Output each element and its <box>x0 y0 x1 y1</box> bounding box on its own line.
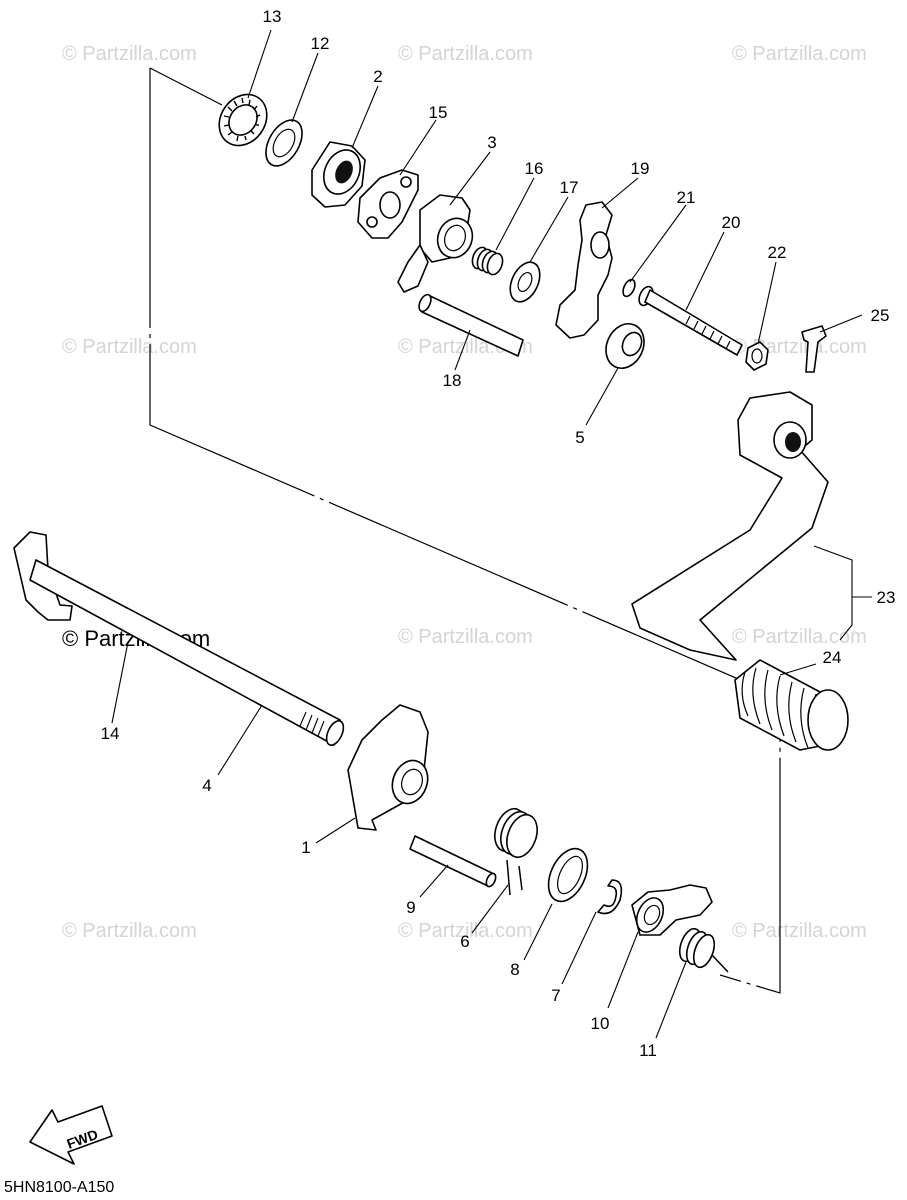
assembly-frame-top <box>149 67 223 106</box>
roller <box>605 323 645 369</box>
circlip-small <box>622 278 636 298</box>
callout-12: 12 <box>311 34 330 53</box>
shift-pedal <box>631 391 829 661</box>
callout-8: 8 <box>510 960 519 979</box>
pedal-rubber <box>734 659 849 751</box>
forward-arrow-icon: FWD <box>29 1105 113 1165</box>
washer-small <box>509 261 541 303</box>
callout-4: 4 <box>202 776 211 795</box>
callout-22: 22 <box>768 243 787 262</box>
callout-25: 25 <box>871 306 890 325</box>
callout-24: 24 <box>823 648 842 667</box>
callout-1: 1 <box>301 838 310 857</box>
callout-7: 7 <box>551 986 560 1005</box>
collar-pin <box>409 835 497 888</box>
callout-9: 9 <box>406 898 415 917</box>
leader-lines <box>111 29 872 1039</box>
watermark: © Partzilla.com <box>732 920 867 942</box>
shift-arm-lower <box>347 704 429 831</box>
callout-19: 19 <box>631 159 650 178</box>
dowel-pin <box>418 293 524 357</box>
shift-guide-lever <box>631 884 713 936</box>
spring-small <box>471 246 504 276</box>
watermark-layer: © Partzilla.com © Partzilla.com © Partzi… <box>62 43 867 942</box>
shift-shaft <box>13 531 345 746</box>
stopper-plate <box>357 169 419 239</box>
callout-5: 5 <box>575 428 584 447</box>
watermark: © Partzilla.com <box>732 43 867 65</box>
washer-lower <box>547 847 589 903</box>
stopper-bolt <box>638 285 743 356</box>
return-spring <box>678 927 729 973</box>
callout-17: 17 <box>560 178 579 197</box>
pedal-bolt <box>801 325 827 373</box>
needle-bearing <box>218 93 268 147</box>
callout-11: 11 <box>639 1041 657 1060</box>
nut <box>745 341 769 371</box>
callout-6: 6 <box>460 932 469 951</box>
callout-numbers: 13 12 2 15 3 16 17 19 21 20 22 25 18 5 2… <box>101 7 896 1060</box>
shift-collar <box>311 141 366 208</box>
washer <box>265 119 303 167</box>
circlip <box>597 879 623 915</box>
callout-20: 20 <box>722 213 741 232</box>
callout-10: 10 <box>591 1014 610 1033</box>
callout-13: 13 <box>263 7 282 26</box>
watermark: © Partzilla.com <box>62 920 197 942</box>
callout-16: 16 <box>525 159 544 178</box>
callout-23: 23 <box>877 588 896 607</box>
watermark: © Partzilla.com <box>732 626 867 648</box>
watermark: © Partzilla.com <box>62 336 197 358</box>
watermark: © Partzilla.com <box>62 43 197 65</box>
callout-15: 15 <box>429 103 448 122</box>
callout-21: 21 <box>677 188 696 207</box>
watermark: © Partzilla.com <box>398 626 533 648</box>
callout-3: 3 <box>487 133 496 152</box>
watermark: © Partzilla.com <box>398 920 533 942</box>
torsion-spring <box>494 807 538 896</box>
callout-2: 2 <box>373 67 382 86</box>
diagram-code: 5HN8100-A150 <box>4 1179 114 1196</box>
watermark: © Partzilla.com <box>398 43 533 65</box>
shift-arm-upper <box>397 194 474 293</box>
callout-18: 18 <box>443 371 462 390</box>
stopper-lever <box>555 201 613 339</box>
callout-14: 14 <box>101 724 120 743</box>
